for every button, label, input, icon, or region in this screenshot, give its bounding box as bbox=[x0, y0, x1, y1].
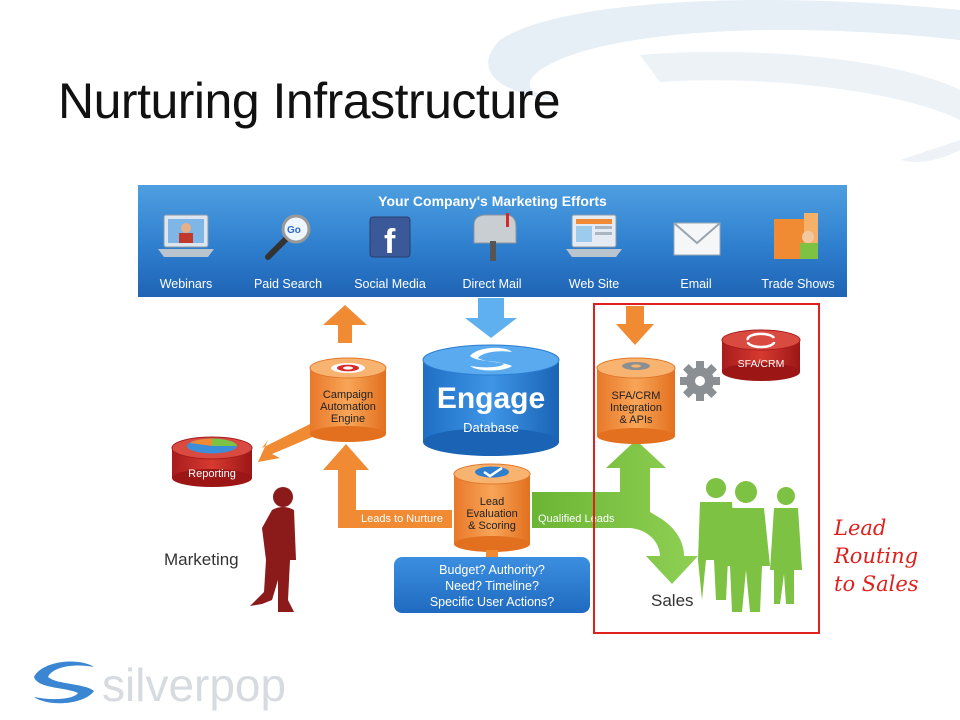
channel-trade-shows: Trade Shows bbox=[750, 185, 846, 297]
booth-icon bbox=[774, 213, 818, 259]
label-line: Evaluation bbox=[466, 508, 518, 520]
channel-label: Direct Mail bbox=[462, 277, 522, 291]
label-line: Lead bbox=[479, 496, 505, 508]
channel-email: Email bbox=[648, 185, 744, 297]
channel-label: Web Site bbox=[568, 277, 620, 291]
target-icon bbox=[331, 363, 365, 373]
question-line: Budget? Authority? bbox=[439, 563, 545, 577]
channel-label: Webinars bbox=[159, 277, 213, 291]
arrow-leads-to-nurture bbox=[323, 444, 452, 528]
channel-social-media: f Social Media bbox=[342, 185, 438, 297]
lead-evaluation-scoring bbox=[453, 463, 531, 552]
callout-line: Lead bbox=[834, 516, 887, 540]
channel-webinars: Webinars bbox=[138, 185, 234, 297]
channel-label: Trade Shows bbox=[761, 277, 835, 291]
label-line: Automation bbox=[320, 401, 376, 413]
arrow-to-reporting bbox=[258, 420, 324, 462]
leads-to-nurture-label: Leads to Nurture bbox=[361, 513, 443, 525]
gear-icon bbox=[622, 362, 650, 370]
lead-routing-highlight-box bbox=[593, 303, 820, 634]
channel-label: Paid Search bbox=[253, 277, 323, 291]
mailbox-icon bbox=[473, 213, 517, 261]
reporting-label: Reporting bbox=[188, 468, 236, 480]
checkmark-icon bbox=[475, 466, 509, 478]
label-line: Integration bbox=[610, 402, 662, 414]
page-title: Nurturing Infrastructure bbox=[58, 73, 561, 129]
engage-database bbox=[422, 344, 560, 456]
facebook-icon: f bbox=[369, 216, 411, 261]
pie-chart-icon bbox=[187, 438, 237, 454]
arrow-up-campaign bbox=[323, 305, 367, 343]
channel-paid-search: Go Paid Search bbox=[240, 185, 336, 297]
arrow-down-engage bbox=[465, 298, 517, 338]
qualified-leads-label: Qualified Leads bbox=[538, 513, 615, 525]
browser-icon bbox=[566, 214, 622, 257]
envelope-icon bbox=[673, 222, 721, 256]
arrow-down-sfa bbox=[616, 306, 654, 345]
arrow-qualified-leads bbox=[532, 440, 698, 584]
label-line: & APIs bbox=[619, 414, 653, 426]
engage-title: Engage bbox=[436, 382, 546, 415]
callout-line: to Sales bbox=[834, 572, 919, 596]
silverpop-logo-icon bbox=[34, 661, 94, 704]
reporting-database bbox=[171, 436, 253, 487]
silverpop-swirl-icon bbox=[470, 347, 512, 371]
callout-line: Routing bbox=[834, 544, 919, 568]
channel-direct-mail: Direct Mail bbox=[444, 185, 540, 297]
sales-label: Sales bbox=[651, 591, 694, 610]
sales-team-icon bbox=[698, 478, 802, 612]
banner-title: Your Company's Marketing Efforts bbox=[378, 193, 607, 209]
question-line: Specific User Actions? bbox=[429, 595, 555, 609]
sfa-crm-integration bbox=[596, 357, 676, 444]
engage-subtitle: Database bbox=[463, 420, 519, 435]
lead-routing-callout: Lead Routing to Sales bbox=[834, 514, 919, 598]
label-line: SFA/CRM bbox=[611, 390, 661, 402]
channel-label: Social Media bbox=[354, 277, 426, 291]
silverpop-logo-text: silverpop bbox=[102, 659, 287, 711]
marketing-person-icon bbox=[250, 487, 296, 612]
channel-label: Email bbox=[680, 277, 712, 291]
lead-eval-label: Lead Evaluation & Scoring bbox=[454, 496, 530, 532]
sfa-crm-label: SFA/CRM bbox=[737, 358, 785, 370]
svg-text:Go: Go bbox=[287, 225, 301, 236]
channel-web-site: Web Site bbox=[546, 185, 642, 297]
sync-icon bbox=[746, 332, 776, 349]
question-line: Need? Timeline? bbox=[445, 579, 539, 593]
laptop-icon bbox=[158, 214, 214, 257]
marketing-efforts-banner: Your Company's Marketing Efforts Webinar… bbox=[138, 185, 847, 297]
label-line: Campaign bbox=[322, 389, 374, 401]
label-line: & Scoring bbox=[468, 520, 516, 532]
svg-text:f: f bbox=[384, 223, 396, 261]
marketing-label: Marketing bbox=[164, 550, 239, 569]
sfa-integration-label: SFA/CRM Integration & APIs bbox=[597, 390, 675, 426]
campaign-engine-label: Campaign Automation Engine bbox=[310, 389, 386, 425]
sfa-crm-database bbox=[721, 329, 801, 381]
magnifier-icon: Go bbox=[265, 214, 311, 260]
label-line: Engine bbox=[330, 413, 366, 425]
qualification-questions: Budget? Authority? Need? Timeline? Speci… bbox=[394, 557, 590, 613]
campaign-automation-engine bbox=[309, 357, 387, 442]
